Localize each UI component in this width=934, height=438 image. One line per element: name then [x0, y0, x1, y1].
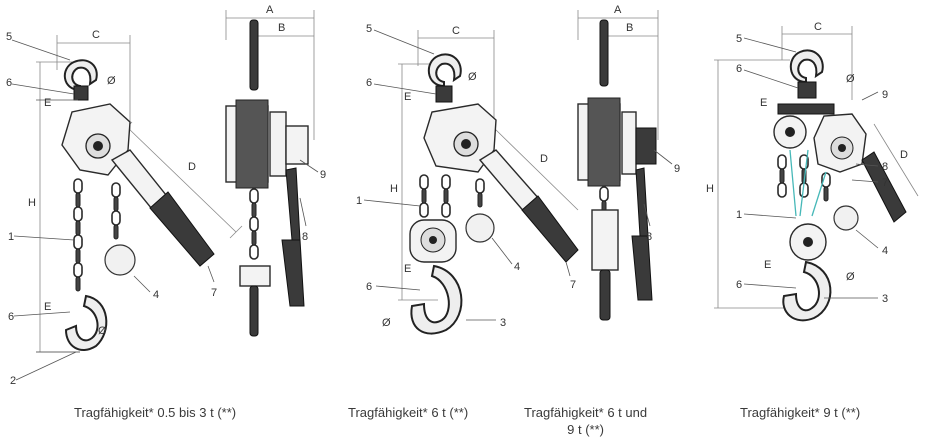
callout-3-2: 3 [500, 317, 506, 329]
callout-2: 2 [10, 375, 16, 387]
callout-7-2: 7 [570, 279, 576, 291]
callout-6-bottom: 6 [8, 311, 14, 323]
dim-h-label-3: H [706, 183, 714, 195]
dim-h-label-2: H [390, 183, 398, 195]
caption-0-5-3t: Tragfähigkeit* 0.5 bis 3 t (**) [74, 405, 237, 420]
callout-8-a: 8 [302, 231, 308, 243]
dia-top-label-3: Ø [846, 73, 855, 85]
callout-5: 5 [6, 31, 12, 43]
callout-9-b: 9 [674, 163, 680, 175]
dim-a-label-2: A [614, 4, 622, 16]
dim-e-top-label-3: E [760, 97, 767, 109]
dim-d-label-3: D [900, 149, 908, 161]
dia-bottom-label-3: Ø [846, 271, 855, 283]
callout-9-a: 9 [320, 169, 326, 181]
dim-c-label-2: C [452, 25, 460, 37]
callout-4-2: 4 [514, 261, 520, 273]
dim-e-bottom-label-2: E [404, 263, 411, 275]
slack-chain-1 [111, 182, 121, 240]
dim-d-label-2: D [540, 153, 548, 165]
caption-6-9t-line1: Tragfähigkeit* 6 t und [524, 405, 648, 420]
callout-5-3: 5 [736, 33, 742, 45]
callout-1-3: 1 [736, 209, 742, 221]
callout-6-bottom-2: 6 [366, 281, 372, 293]
callout-4-3: 4 [882, 245, 888, 257]
dia-top-label-2: Ø [468, 71, 477, 83]
dim-a-label: A [266, 4, 274, 16]
callout-8-c: 8 [882, 161, 888, 173]
load-chain-2b [441, 174, 451, 218]
callout-5-2: 5 [366, 23, 372, 35]
dim-e-bottom-label: E [44, 301, 51, 313]
dia-bottom-label-2: Ø [382, 317, 391, 329]
dim-b-label-2: B [626, 22, 633, 34]
callout-6-top-2: 6 [366, 77, 372, 89]
figure-side-0-5-3t: A B 9 8 [225, 4, 326, 337]
dim-b-label: B [278, 22, 285, 34]
caption-6-9t: Tragfähigkeit* 6 t und 9 t (**) [524, 404, 647, 438]
dim-c-label-3: C [814, 21, 822, 33]
slack-chain-2 [475, 178, 485, 208]
dim-d-label: D [188, 161, 196, 173]
callout-6-top: 6 [6, 77, 12, 89]
figure-side-6-9t: A B 9 8 [577, 4, 680, 321]
callout-7-3: 7 [882, 177, 888, 189]
dim-e-top-label: E [44, 97, 51, 109]
callout-8-b: 8 [646, 231, 652, 243]
callout-1-2: 1 [356, 195, 362, 207]
callout-1: 1 [8, 231, 14, 243]
figure-front-9t: C H D Ø E Ø [706, 21, 919, 322]
callout-9-c: 9 [882, 89, 888, 101]
callout-3-3: 3 [882, 293, 888, 305]
figure-front-0-5-3t: C H D Ø E [6, 29, 243, 387]
callout-6-bottom-3: 6 [736, 279, 742, 291]
dia-bottom-label: Ø [98, 325, 107, 337]
figure-front-6t: C H D Ø E Ø E [356, 23, 579, 335]
caption-6t: Tragfähigkeit* 6 t (**) [348, 405, 469, 420]
side-chain-1 [249, 188, 259, 260]
callout-7: 7 [211, 287, 217, 299]
callout-6-top-3: 6 [736, 63, 742, 75]
load-chain-1 [73, 178, 83, 292]
dim-e-top-label-2: E [404, 91, 411, 103]
callout-4: 4 [153, 289, 159, 301]
load-chain-2a [419, 174, 429, 218]
dim-e-bottom-label-3: E [764, 259, 771, 271]
caption-6-9t-line2: 9 t (**) [567, 422, 604, 437]
dim-c-label: C [92, 29, 100, 41]
dia-top-label: Ø [107, 75, 116, 87]
dim-h-label: H [28, 197, 36, 209]
caption-9t: Tragfähigkeit* 9 t (**) [740, 405, 861, 420]
